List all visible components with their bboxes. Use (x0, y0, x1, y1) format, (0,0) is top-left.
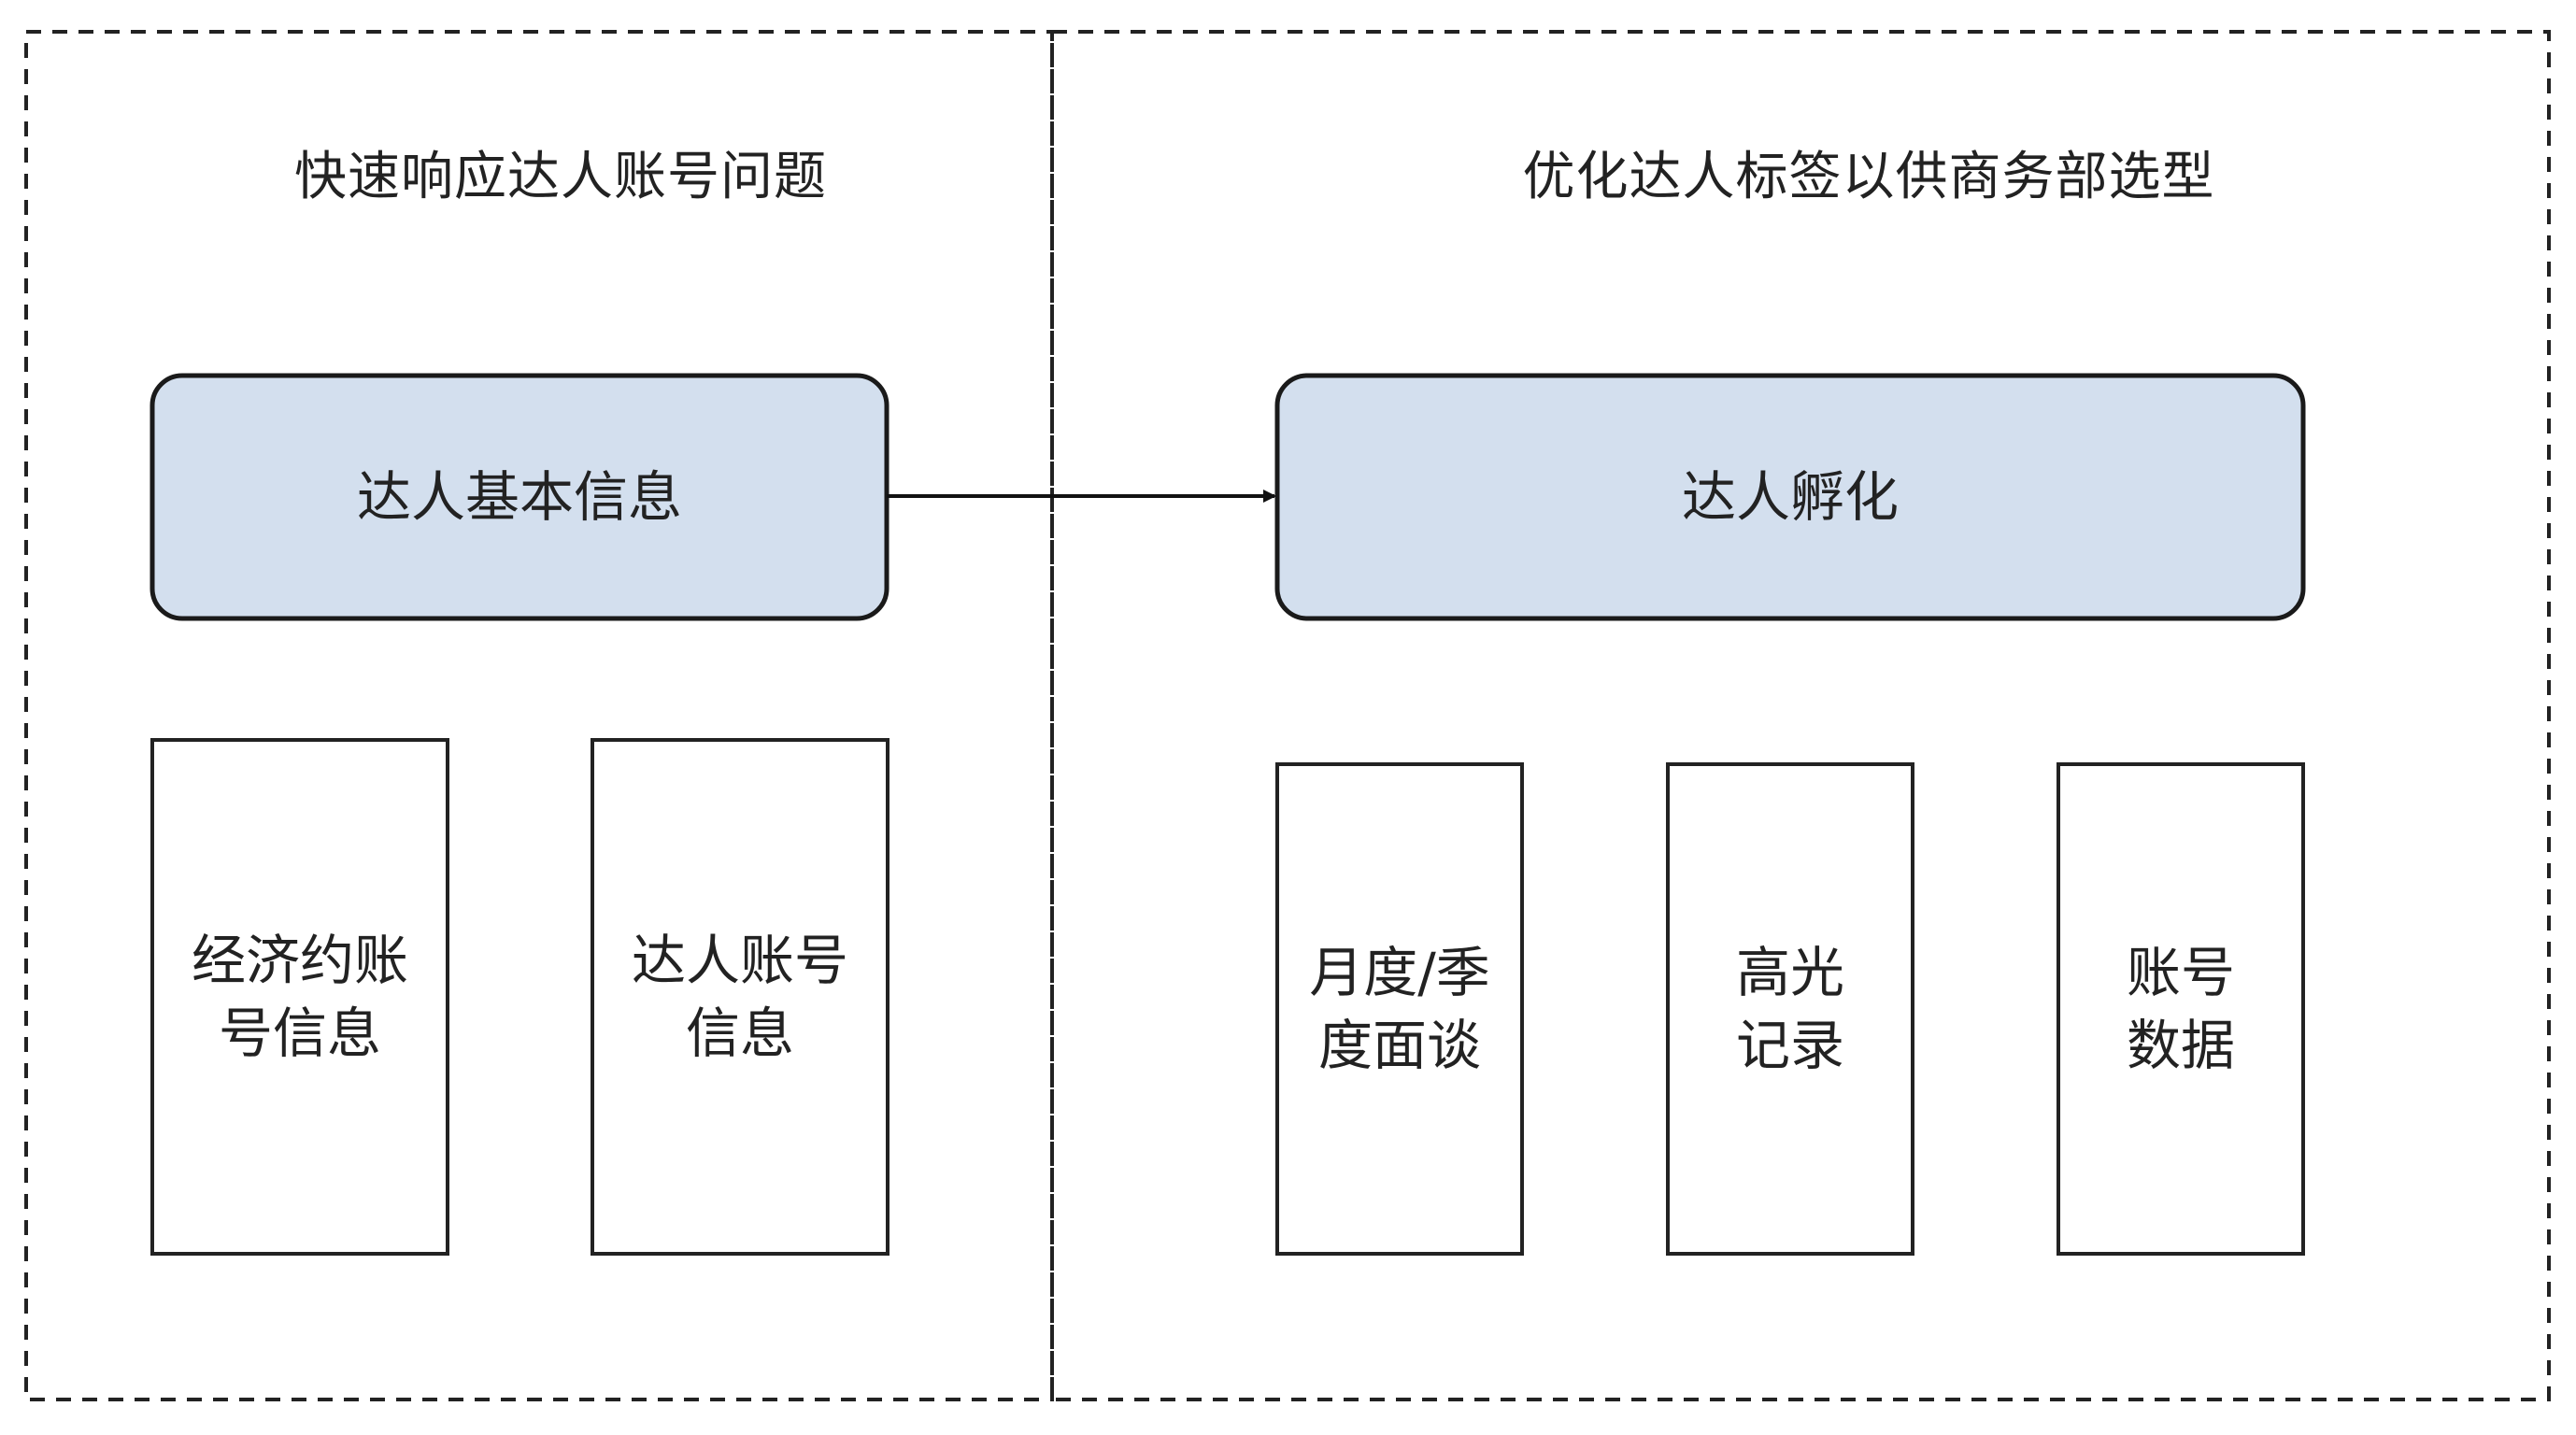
cell-interview-label: 月度/季 度面谈 (1309, 940, 1490, 1077)
cell-account-data-label: 账号 数据 (2126, 940, 2235, 1077)
cell-account-data-box (2057, 762, 2305, 1256)
cell-interview-box (1275, 762, 1524, 1256)
node-basic-info-label: 达人基本信息 (356, 464, 682, 529)
cell-highlight-box (1666, 762, 1914, 1256)
group-left-title: 快速响应达人账号问题 (294, 147, 827, 208)
group-right-title: 优化达人标签以供商务部选型 (1522, 147, 2215, 208)
cell-economic-account-label: 经济约账 号信息 (191, 928, 408, 1065)
cell-economic-account-box (150, 738, 449, 1256)
group-left-frame (24, 30, 1054, 1401)
cell-talent-account-box (591, 738, 890, 1256)
node-incubation-label: 达人孵化 (1681, 464, 1899, 529)
cell-talent-account-label: 达人账号 信息 (631, 928, 848, 1065)
group-right-frame (1050, 30, 2551, 1401)
node-incubation-box (1274, 373, 2306, 621)
cell-highlight-label: 高光 记录 (1735, 940, 1844, 1077)
